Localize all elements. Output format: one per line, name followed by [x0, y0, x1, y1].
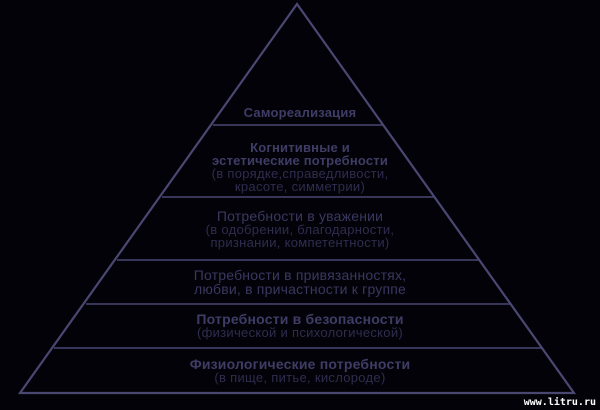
tier-title: Потребности в безопасности: [196, 311, 404, 327]
tier-title: Самореализация: [243, 105, 357, 120]
tier-title-line1: Потребности в привязанностях,: [193, 267, 407, 283]
tier-cognitive-aesthetic: Когнитивные и эстетические потребности (…: [0, 141, 600, 193]
tier-subtitle-line2: красоте, симметрии): [234, 179, 366, 194]
tier-subtitle-line2: признании, компетентности): [210, 235, 390, 250]
tier-love-belonging: Потребности в привязанностях, любви, в п…: [0, 268, 600, 296]
tier-subtitle: (в пище, питье, кислороде): [214, 370, 386, 385]
tier-subtitle-line1: (в одобрении, благодарности,: [205, 222, 395, 237]
tier-title-line1: Когнитивные и: [250, 140, 350, 155]
tier-safety: Потребности в безопасности (физической и…: [0, 312, 600, 339]
tier-subtitle: (физической и психологической): [196, 325, 404, 340]
tier-subtitle-line1: (в порядке,справедливости,: [211, 166, 389, 181]
tier-title-line2: эстетические потребности: [211, 153, 389, 168]
tier-esteem: Потребности в уважении (в одобрении, бла…: [0, 209, 600, 249]
pyramid-outline: [17, 2, 577, 395]
tier-title: Потребности в уважении: [216, 208, 384, 224]
tier-title-line2: любви, в причастности к группе: [193, 281, 407, 297]
tier-physiological: Физиологические потребности (в пище, пит…: [0, 357, 600, 384]
tier-self-actualization: Самореализация: [0, 106, 600, 119]
tier-title: Физиологические потребности: [189, 356, 411, 372]
watermark-text: www.litru.ru: [523, 397, 596, 408]
